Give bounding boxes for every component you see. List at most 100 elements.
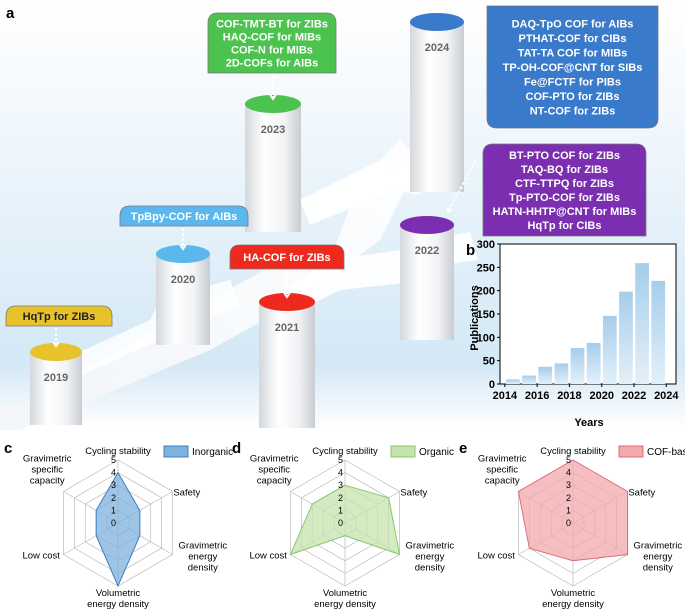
callout-line: HAQ-COF for MIBs [223, 32, 321, 44]
panel-letter-e: e [459, 440, 467, 457]
radar-axis-label: Gravimetric [634, 541, 683, 552]
callout-line: COF-N for MIBs [231, 45, 313, 57]
callout-line: CTF-TTPQ for ZIBs [515, 178, 614, 190]
callout-line: 2D-COFs for AIBs [226, 58, 319, 70]
callout-line: HqTp for CIBs [528, 220, 602, 232]
radar-tick-label: 5 [111, 455, 116, 465]
callout-2020: TpBpy-COF for AIBs [119, 205, 249, 251]
callout-line: NT-COF for ZIBs [530, 106, 616, 118]
radar-axis-label: Volumetric [323, 588, 368, 599]
radar-tick-label: 4 [111, 468, 116, 478]
panel-letter-a: a [6, 5, 15, 22]
radar-tick-label: 3 [566, 480, 571, 490]
radar-axis-label: Low cost [477, 551, 515, 562]
bar-chart-x-axis-label: Years [574, 417, 603, 429]
y-tick-label: 50 [483, 356, 495, 368]
x-tick-label: 2022 [622, 390, 646, 402]
callout-line: TpBpy-COF for AIBs [131, 211, 238, 223]
radar-axis-label: Cycling stability [85, 446, 151, 457]
radar-tick-label: 0 [338, 518, 343, 528]
cylinder-cap [259, 293, 315, 311]
bar-2020.5 [602, 315, 617, 384]
cylinder-cap [410, 13, 464, 31]
radar-axis-label: energy [643, 552, 672, 563]
radar-axis-label: Volumetric [96, 588, 141, 599]
bar-2018.5 [570, 348, 585, 384]
radar-axis-label: Gravimetric [23, 454, 72, 465]
radar-axis-label: energy [415, 552, 444, 563]
callout-line: HA-COF for ZIBs [243, 252, 330, 264]
year-cylinder-2022: 2022 [400, 216, 454, 340]
legend-label: Inorganic [192, 447, 233, 458]
radar-axis-label: Low cost [22, 551, 60, 562]
callout-arrow-head [179, 244, 187, 251]
year-cylinder-2021: 2021 [259, 293, 315, 428]
year-label-2022: 2022 [415, 245, 439, 257]
y-tick-label: 0 [489, 379, 495, 391]
callout-arrow-head [52, 341, 60, 348]
radar-axis-label: Gravimetric [250, 454, 299, 465]
callout-arrow-head [473, 10, 480, 18]
radar-tick-label: 3 [338, 480, 343, 490]
bar-2022.5 [635, 263, 649, 384]
callout-line: TAT-TA COF for MIBs [518, 48, 628, 60]
radar-axis-label: density [643, 563, 673, 574]
radar-axis-label: Cycling stability [540, 446, 606, 457]
y-tick-label: 250 [477, 262, 495, 274]
radar-axis-label: Gravimetric [406, 541, 455, 552]
callout-line: TP-OH-COF@CNT for SIBs [503, 62, 643, 74]
callout-line: DAQ-TpO COF for AIBs [512, 19, 634, 31]
year-label-2019: 2019 [44, 372, 68, 384]
radar-axis-label: Volumetric [551, 588, 596, 599]
callout-2021: HA-COF for ZIBs [229, 244, 345, 299]
callout-line: Tp-PTO-COF for ZIBs [509, 192, 620, 204]
cylinder-body [245, 104, 301, 232]
callout-line: TAQ-BQ for ZIBs [521, 164, 608, 176]
x-tick-label: 2014 [493, 390, 518, 402]
y-tick-label: 200 [477, 286, 495, 298]
radar-tick-label: 0 [566, 518, 571, 528]
callout-line: COF-TMT-BT for ZIBs [216, 19, 328, 31]
radar-tick-label: 4 [338, 468, 343, 478]
bar-2021.5 [619, 291, 633, 384]
legend-label: COF-based [647, 447, 685, 458]
bar-2015.5 [522, 375, 536, 384]
radar-axis-label: capacity [30, 476, 65, 487]
timeline-arrow-upper [300, 150, 420, 225]
cylinder-body [156, 254, 210, 345]
callout-box [229, 244, 345, 270]
bar-chart-y-axis-label: Publications [469, 285, 481, 350]
legend-swatch [618, 445, 644, 458]
radar-tick-label: 2 [111, 493, 116, 503]
callout-line: HATN-HHTP@CNT for MIBs [493, 206, 637, 218]
radar-axis-label: density [415, 563, 445, 574]
radar-axis-label: density [188, 563, 218, 574]
year-label-2024: 2024 [425, 42, 450, 54]
panel-letter-d: d [232, 440, 241, 457]
radar-axis-label: energy [188, 552, 217, 563]
legend-label: Organic [419, 447, 454, 458]
bar-chart-bars [506, 263, 666, 384]
radar-axis-label: capacity [257, 476, 292, 487]
callout-line: COF-PTO for ZIBs [526, 91, 620, 103]
radar-axis-label: specific [486, 465, 518, 476]
radar-tick-label: 1 [566, 505, 571, 515]
callout-line: PTHAT-COF for CIBs [519, 33, 627, 45]
year-cylinder-2020: 2020 [156, 245, 210, 345]
radar-axis-label: Low cost [249, 551, 287, 562]
year-cylinder-2019: 2019 [30, 343, 82, 425]
callout-line: HqTp for ZIBs [23, 311, 96, 323]
radar-tick-label: 5 [566, 455, 571, 465]
radar-axis-label: Cycling stability [312, 446, 378, 457]
radar-tick-label: 1 [338, 505, 343, 515]
callout-line: Fe@FCTF for PIBs [524, 77, 621, 89]
legend-swatch [163, 445, 189, 458]
